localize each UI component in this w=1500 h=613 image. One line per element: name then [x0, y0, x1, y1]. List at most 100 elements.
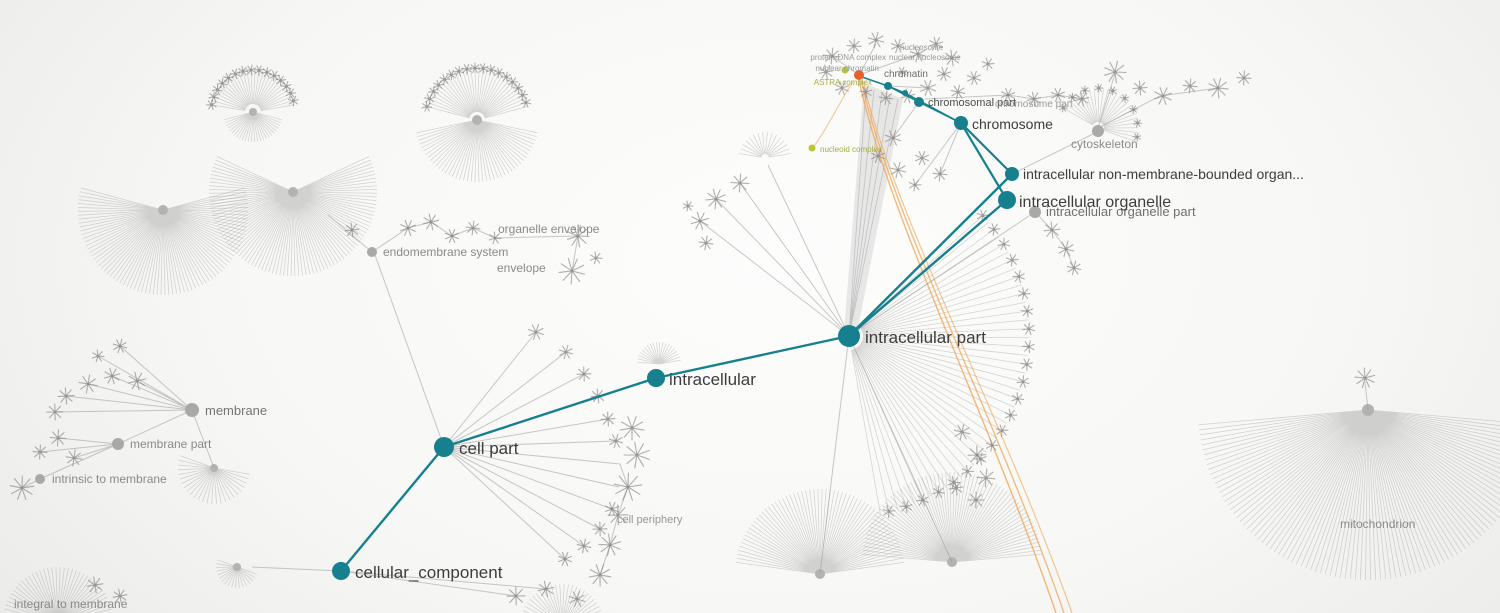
- collapsed-cluster-node[interactable]: [461, 63, 473, 75]
- collapsed-cluster-node[interactable]: [1043, 221, 1061, 239]
- node-intracellular-organelle[interactable]: [998, 191, 1016, 209]
- collapsed-cluster-node[interactable]: [65, 449, 83, 467]
- collapsed-cluster-node[interactable]: [834, 80, 850, 96]
- collapsed-cluster-node[interactable]: [208, 91, 220, 103]
- collapsed-cluster-node[interactable]: [1132, 132, 1142, 142]
- fan-upper-disk-hub[interactable]: [472, 115, 482, 125]
- node-label-intracellular-organelle[interactable]: intracellular organelle: [1019, 194, 1171, 211]
- collapsed-cluster-node[interactable]: [1132, 80, 1148, 96]
- collapsed-cluster-node[interactable]: [608, 433, 624, 449]
- collapsed-cluster-node[interactable]: [1207, 77, 1229, 99]
- collapsed-cluster-node[interactable]: [488, 231, 502, 245]
- collapsed-cluster-node[interactable]: [598, 533, 622, 557]
- collapsed-cluster-node[interactable]: [916, 493, 929, 507]
- collapsed-cluster-node[interactable]: [86, 576, 104, 594]
- collapsed-cluster-node[interactable]: [1012, 270, 1025, 283]
- collapsed-cluster-node[interactable]: [1000, 87, 1016, 103]
- collapsed-cluster-node[interactable]: [705, 188, 727, 210]
- collapsed-cluster-node[interactable]: [568, 590, 586, 608]
- node-label-intracellular[interactable]: intracellular: [669, 370, 756, 389]
- collapsed-cluster-node[interactable]: [49, 429, 67, 447]
- collapsed-cluster-node[interactable]: [1005, 253, 1019, 267]
- collapsed-cluster-node[interactable]: [690, 211, 710, 231]
- collapsed-cluster-node[interactable]: [422, 213, 440, 231]
- collapsed-cluster-node[interactable]: [576, 366, 592, 382]
- node-chromosomal-part[interactable]: [914, 97, 924, 107]
- collapsed-cluster-node[interactable]: [46, 403, 64, 421]
- node-selected-orange-node[interactable]: [854, 70, 864, 80]
- node-label-intracellular-non-membrane-bounded-organelle[interactable]: intracellular non-membrane-bounded organ…: [1023, 166, 1304, 182]
- collapsed-cluster-node[interactable]: [253, 65, 265, 76]
- collapsed-cluster-node[interactable]: [500, 71, 512, 83]
- node-green-node-1[interactable]: [841, 66, 849, 74]
- collapsed-cluster-node[interactable]: [288, 95, 299, 107]
- collapsed-cluster-node[interactable]: [867, 31, 885, 49]
- collapsed-cluster-node[interactable]: [237, 65, 249, 77]
- collapsed-cluster-node[interactable]: [948, 480, 964, 496]
- collapsed-cluster-node[interactable]: [211, 84, 223, 95]
- node-label-membrane[interactable]: membrane: [205, 403, 267, 418]
- collapsed-cluster-node[interactable]: [846, 38, 862, 54]
- collapsed-cluster-node[interactable]: [444, 228, 460, 244]
- collapsed-cluster-node[interactable]: [981, 57, 995, 71]
- collapsed-cluster-node[interactable]: [1020, 304, 1034, 318]
- node-label-cellular-component[interactable]: cellular_component: [355, 563, 503, 582]
- node-cell-part[interactable]: [434, 437, 454, 457]
- collapsed-cluster-node[interactable]: [1026, 91, 1042, 107]
- collapsed-cluster-node[interactable]: [950, 84, 966, 100]
- collapsed-cluster-node[interactable]: [1004, 408, 1018, 422]
- collapsed-cluster-node[interactable]: [1080, 85, 1090, 95]
- collapsed-cluster-node[interactable]: [967, 491, 985, 509]
- collapsed-cluster-node[interactable]: [914, 150, 930, 166]
- collapsed-cluster-node[interactable]: [493, 67, 505, 79]
- collapsed-cluster-node[interactable]: [870, 148, 886, 164]
- collapsed-cluster-node[interactable]: [818, 64, 834, 80]
- collapsed-cluster-node[interactable]: [477, 63, 489, 74]
- collapsed-cluster-node[interactable]: [275, 75, 287, 87]
- collapsed-cluster-node[interactable]: [433, 79, 445, 91]
- fan-left-xl-disk-hub[interactable]: [288, 187, 298, 197]
- collapsed-cluster-node[interactable]: [32, 444, 48, 460]
- collapsed-cluster-node[interactable]: [229, 68, 241, 80]
- collapsed-cluster-node[interactable]: [976, 209, 990, 223]
- collapsed-cluster-node[interactable]: [1016, 375, 1030, 388]
- collapsed-cluster-node[interactable]: [589, 251, 603, 265]
- collapsed-cluster-node[interactable]: [1153, 86, 1173, 106]
- collapsed-cluster-node[interactable]: [909, 45, 927, 63]
- collapsed-cluster-node[interactable]: [280, 81, 292, 92]
- collapsed-cluster-node[interactable]: [919, 79, 937, 97]
- collapsed-cluster-node[interactable]: [592, 521, 608, 537]
- node-intracellular-part[interactable]: [838, 325, 860, 347]
- collapsed-cluster-node[interactable]: [600, 411, 616, 427]
- node-chromatin-hub[interactable]: [884, 82, 892, 90]
- collapsed-cluster-node[interactable]: [566, 224, 590, 248]
- collapsed-cluster-node[interactable]: [469, 62, 481, 74]
- collapsed-cluster-node[interactable]: [527, 323, 545, 341]
- node-cytoskeleton[interactable]: [1092, 125, 1104, 137]
- collapsed-cluster-node[interactable]: [588, 564, 612, 587]
- collapsed-cluster-node[interactable]: [1022, 322, 1036, 335]
- node-label-intrinsic-to-membrane[interactable]: intrinsic to membrane: [52, 472, 167, 486]
- node-label-chromosome[interactable]: chromosome: [972, 116, 1053, 132]
- collapsed-cluster-node[interactable]: [878, 90, 894, 106]
- node-intracellular-organelle-part[interactable]: [1029, 206, 1041, 218]
- node-membrane[interactable]: [185, 403, 199, 417]
- collapsed-cluster-node[interactable]: [823, 47, 841, 65]
- collapsed-cluster-node[interactable]: [78, 374, 98, 394]
- collapsed-cluster-node[interactable]: [1103, 60, 1127, 84]
- collapsed-cluster-node[interactable]: [1068, 92, 1077, 102]
- collapsed-cluster-node[interactable]: [943, 49, 961, 67]
- collapsed-cluster-node[interactable]: [91, 349, 105, 363]
- collapsed-cluster-node[interactable]: [558, 257, 586, 285]
- node-intracellular-non-membrane-bounded-organelle[interactable]: [1005, 167, 1019, 181]
- collapsed-cluster-node[interactable]: [424, 93, 435, 105]
- node-label-endomembrane-system[interactable]: endomembrane system: [383, 245, 508, 259]
- collapsed-cluster-node[interactable]: [445, 69, 457, 81]
- collapsed-cluster-node[interactable]: [899, 500, 913, 514]
- collapsed-cluster-node[interactable]: [112, 338, 128, 354]
- collapsed-cluster-node[interactable]: [127, 371, 147, 391]
- collapsed-cluster-node[interactable]: [285, 87, 297, 99]
- collapsed-cluster-node[interactable]: [1059, 103, 1068, 113]
- collapsed-cluster-node[interactable]: [576, 538, 592, 554]
